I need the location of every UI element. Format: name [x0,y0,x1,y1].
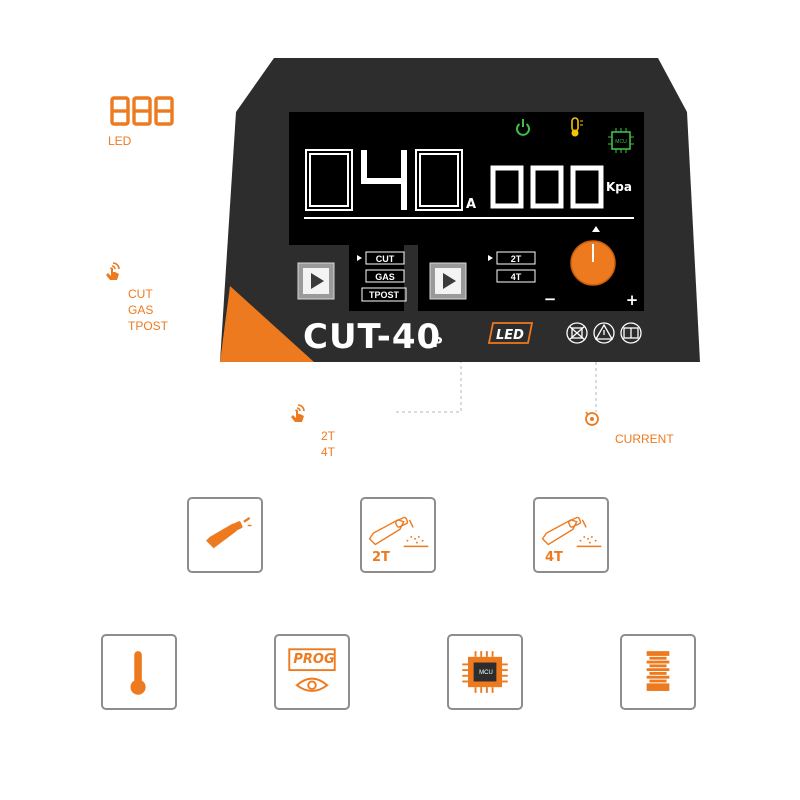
pressure-readout [490,165,604,209]
amps-digit-1 [361,150,407,210]
amps-readout [305,149,463,211]
mode-annotation-tpost: TPOST [128,319,169,333]
cut-torch-feature [187,497,263,573]
torch-outline-icon [541,516,602,548]
led-segment-icon [110,96,174,131]
amps-unit: A [466,197,476,212]
mcu-status-icon: MCU [608,128,634,153]
nozzle-icon [646,651,670,691]
led-label: LED [108,134,132,148]
pressure-unit: Kpa [606,180,632,194]
trigger-2t-label: 2T [372,550,390,565]
trigger-option-4t: 4T [511,272,522,282]
amps-digit-0 [305,149,353,211]
orange-corner-accent [220,286,314,362]
trigger-annotation-list: 2T 4T [321,428,335,460]
mode-annotation-gas: GAS [128,303,154,317]
knob-plus-label: + [626,291,639,309]
knob-minus-label: − [544,290,557,308]
pressure-digit-1 [530,165,564,209]
display-screen [289,112,644,245]
trigger-2t-feature: 2T [360,497,436,573]
finger-press-icon [285,402,307,429]
knob-rotate-icon [582,408,602,433]
mode-option-gas: GAS [375,272,395,282]
finger-press-icon [100,260,122,287]
warning-icon [593,322,615,344]
power-icon [516,119,530,136]
led-badge-text: LED [496,328,524,343]
trigger-annotation-4t: 4T [321,445,336,459]
manual-icon [620,322,642,344]
trigger-4t-label: 4T [545,550,563,565]
trigger-select-button[interactable] [429,262,467,300]
play-arrow-icon [311,273,324,289]
prog-eye-icon [288,648,336,692]
model-name: CUT-40 [303,317,441,357]
prog-label: PROG [293,652,335,667]
amps-digit-2 [415,149,463,211]
pressure-digit-2 [570,165,604,209]
trigger-options: 2T 4T [488,251,536,283]
mcu-status-label: MCU [615,139,627,145]
mode-annotation-list: CUT GAS TPOST [128,286,168,334]
mode-annotation-cut: CUT [128,287,153,301]
mcu-label: MCU [479,670,493,676]
current-label: CURRENT [615,432,674,446]
mcu-control-feature: MCU [447,634,523,710]
mode-option-tpost: TPOST [369,290,400,300]
trigger-4t-feature: 4T [533,497,609,573]
temperature-icon [571,117,583,137]
torch-outline-icon [368,516,429,548]
mcu-chip-icon [462,651,508,693]
program-view-feature: PROG [274,634,350,710]
consumable-feature [620,634,696,710]
mode-option-cut: CUT [376,254,395,264]
pressure-digit-0 [490,165,524,209]
weee-bin-icon [566,322,588,344]
mode-select-button[interactable] [297,262,335,300]
led-badge: LED [487,322,534,344]
plasma-torch-icon [206,516,252,549]
trigger-option-2t: 2T [511,254,522,264]
current-knob[interactable] [570,226,616,286]
play-arrow-icon [443,273,456,289]
mode-options: CUT GAS TPOST [357,251,407,302]
thermometer-icon [130,651,146,695]
model-suffix: P [433,336,443,351]
trigger-annotation-2t: 2T [321,429,336,443]
thermal-protection-feature [101,634,177,710]
